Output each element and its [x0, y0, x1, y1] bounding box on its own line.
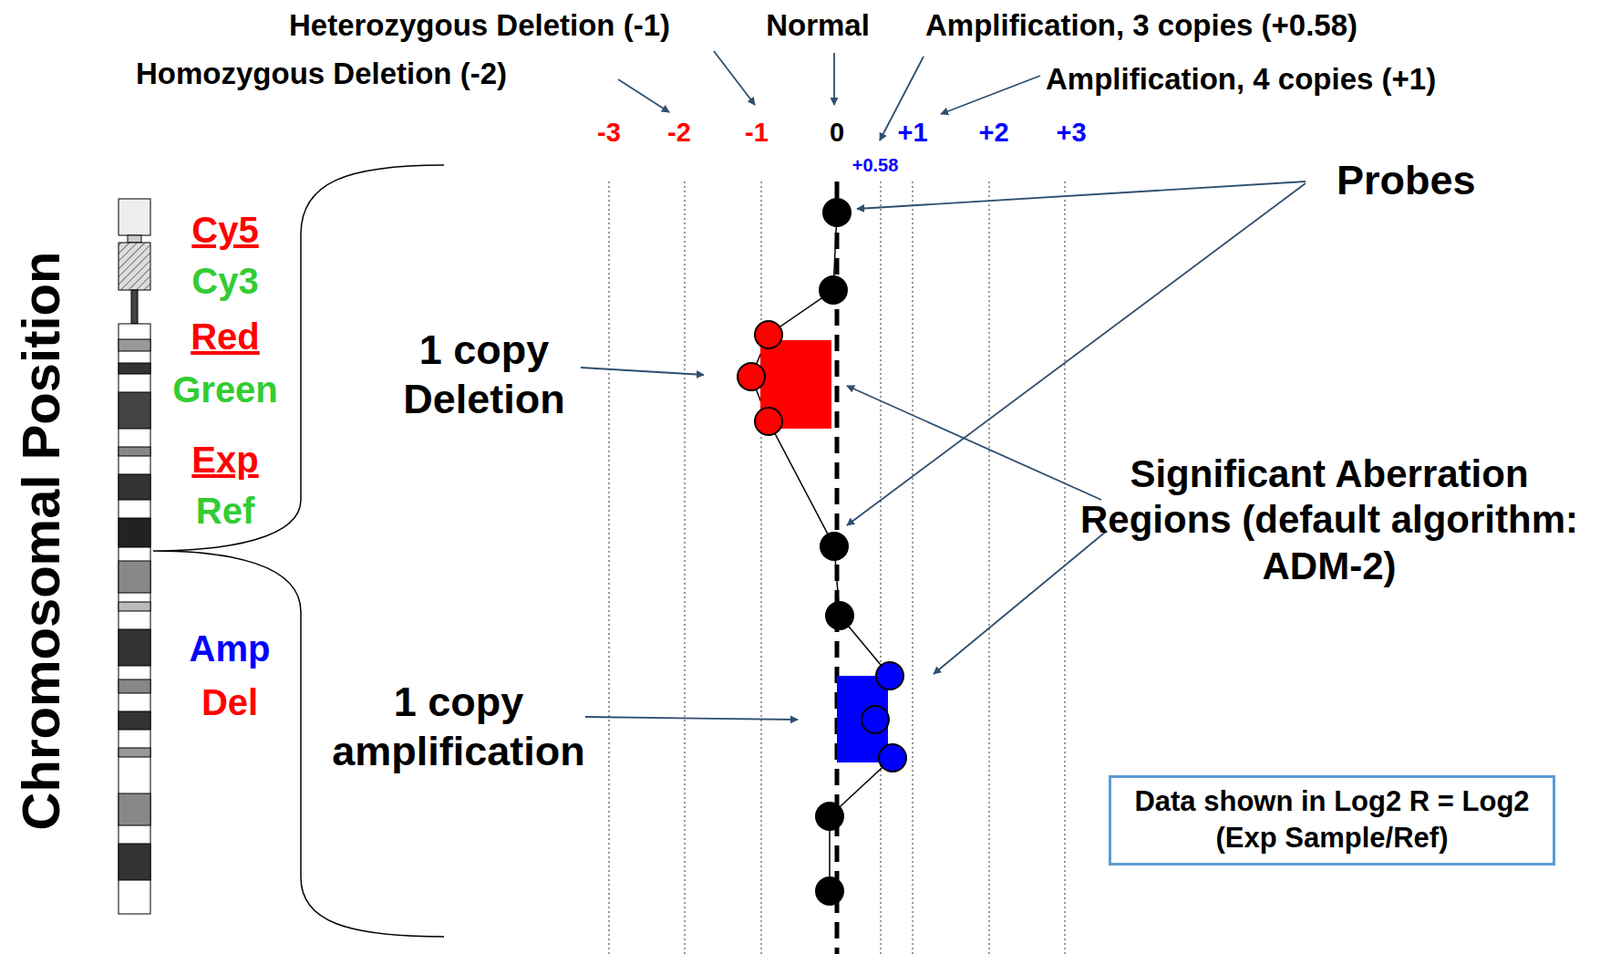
label: Green	[172, 367, 279, 412]
label: +3	[1055, 116, 1086, 149]
label: +2	[978, 116, 1009, 149]
legend-note-box: Data shown in Log2 R = Log2 (Exp Sample/…	[1108, 774, 1556, 866]
label: Exp	[191, 437, 259, 482]
label: Del	[201, 680, 259, 724]
label: Red	[190, 314, 260, 359]
label: -2	[667, 116, 692, 149]
label: 0	[829, 116, 845, 149]
label: Amp	[189, 626, 271, 671]
chromosome-ideogram	[118, 198, 151, 914]
label: Significant Aberration Regions (default …	[1064, 451, 1594, 589]
label: Chromosomal Position	[9, 251, 73, 831]
brace	[153, 165, 444, 937]
label: Amplification, 4 copies (+1)	[1045, 61, 1436, 98]
label: -1	[744, 116, 769, 149]
label: Amplification, 3 copies (+0.58)	[925, 7, 1358, 44]
probes	[737, 198, 907, 905]
label: Ref	[196, 488, 255, 533]
label: Probes	[1336, 155, 1477, 206]
probe-trace	[751, 212, 893, 891]
label: Heterozygous Deletion (-1)	[289, 7, 671, 44]
leader-arrows	[580, 51, 1306, 720]
label: +1	[897, 116, 928, 149]
amplification-region	[836, 675, 888, 763]
label: 1 copy amplification	[294, 677, 623, 776]
label: Homozygous Deletion (-2)	[135, 55, 507, 93]
label: Cy5	[191, 207, 259, 252]
label: Cy3	[191, 258, 259, 303]
label: +0.58	[850, 154, 901, 176]
label: -3	[597, 116, 621, 149]
label: 1 copy Deletion	[361, 325, 608, 424]
grid-lines	[609, 181, 1065, 954]
label: Normal	[765, 7, 870, 44]
note-text: Data shown in Log2 R = Log2 (Exp Sample/…	[1120, 783, 1544, 857]
